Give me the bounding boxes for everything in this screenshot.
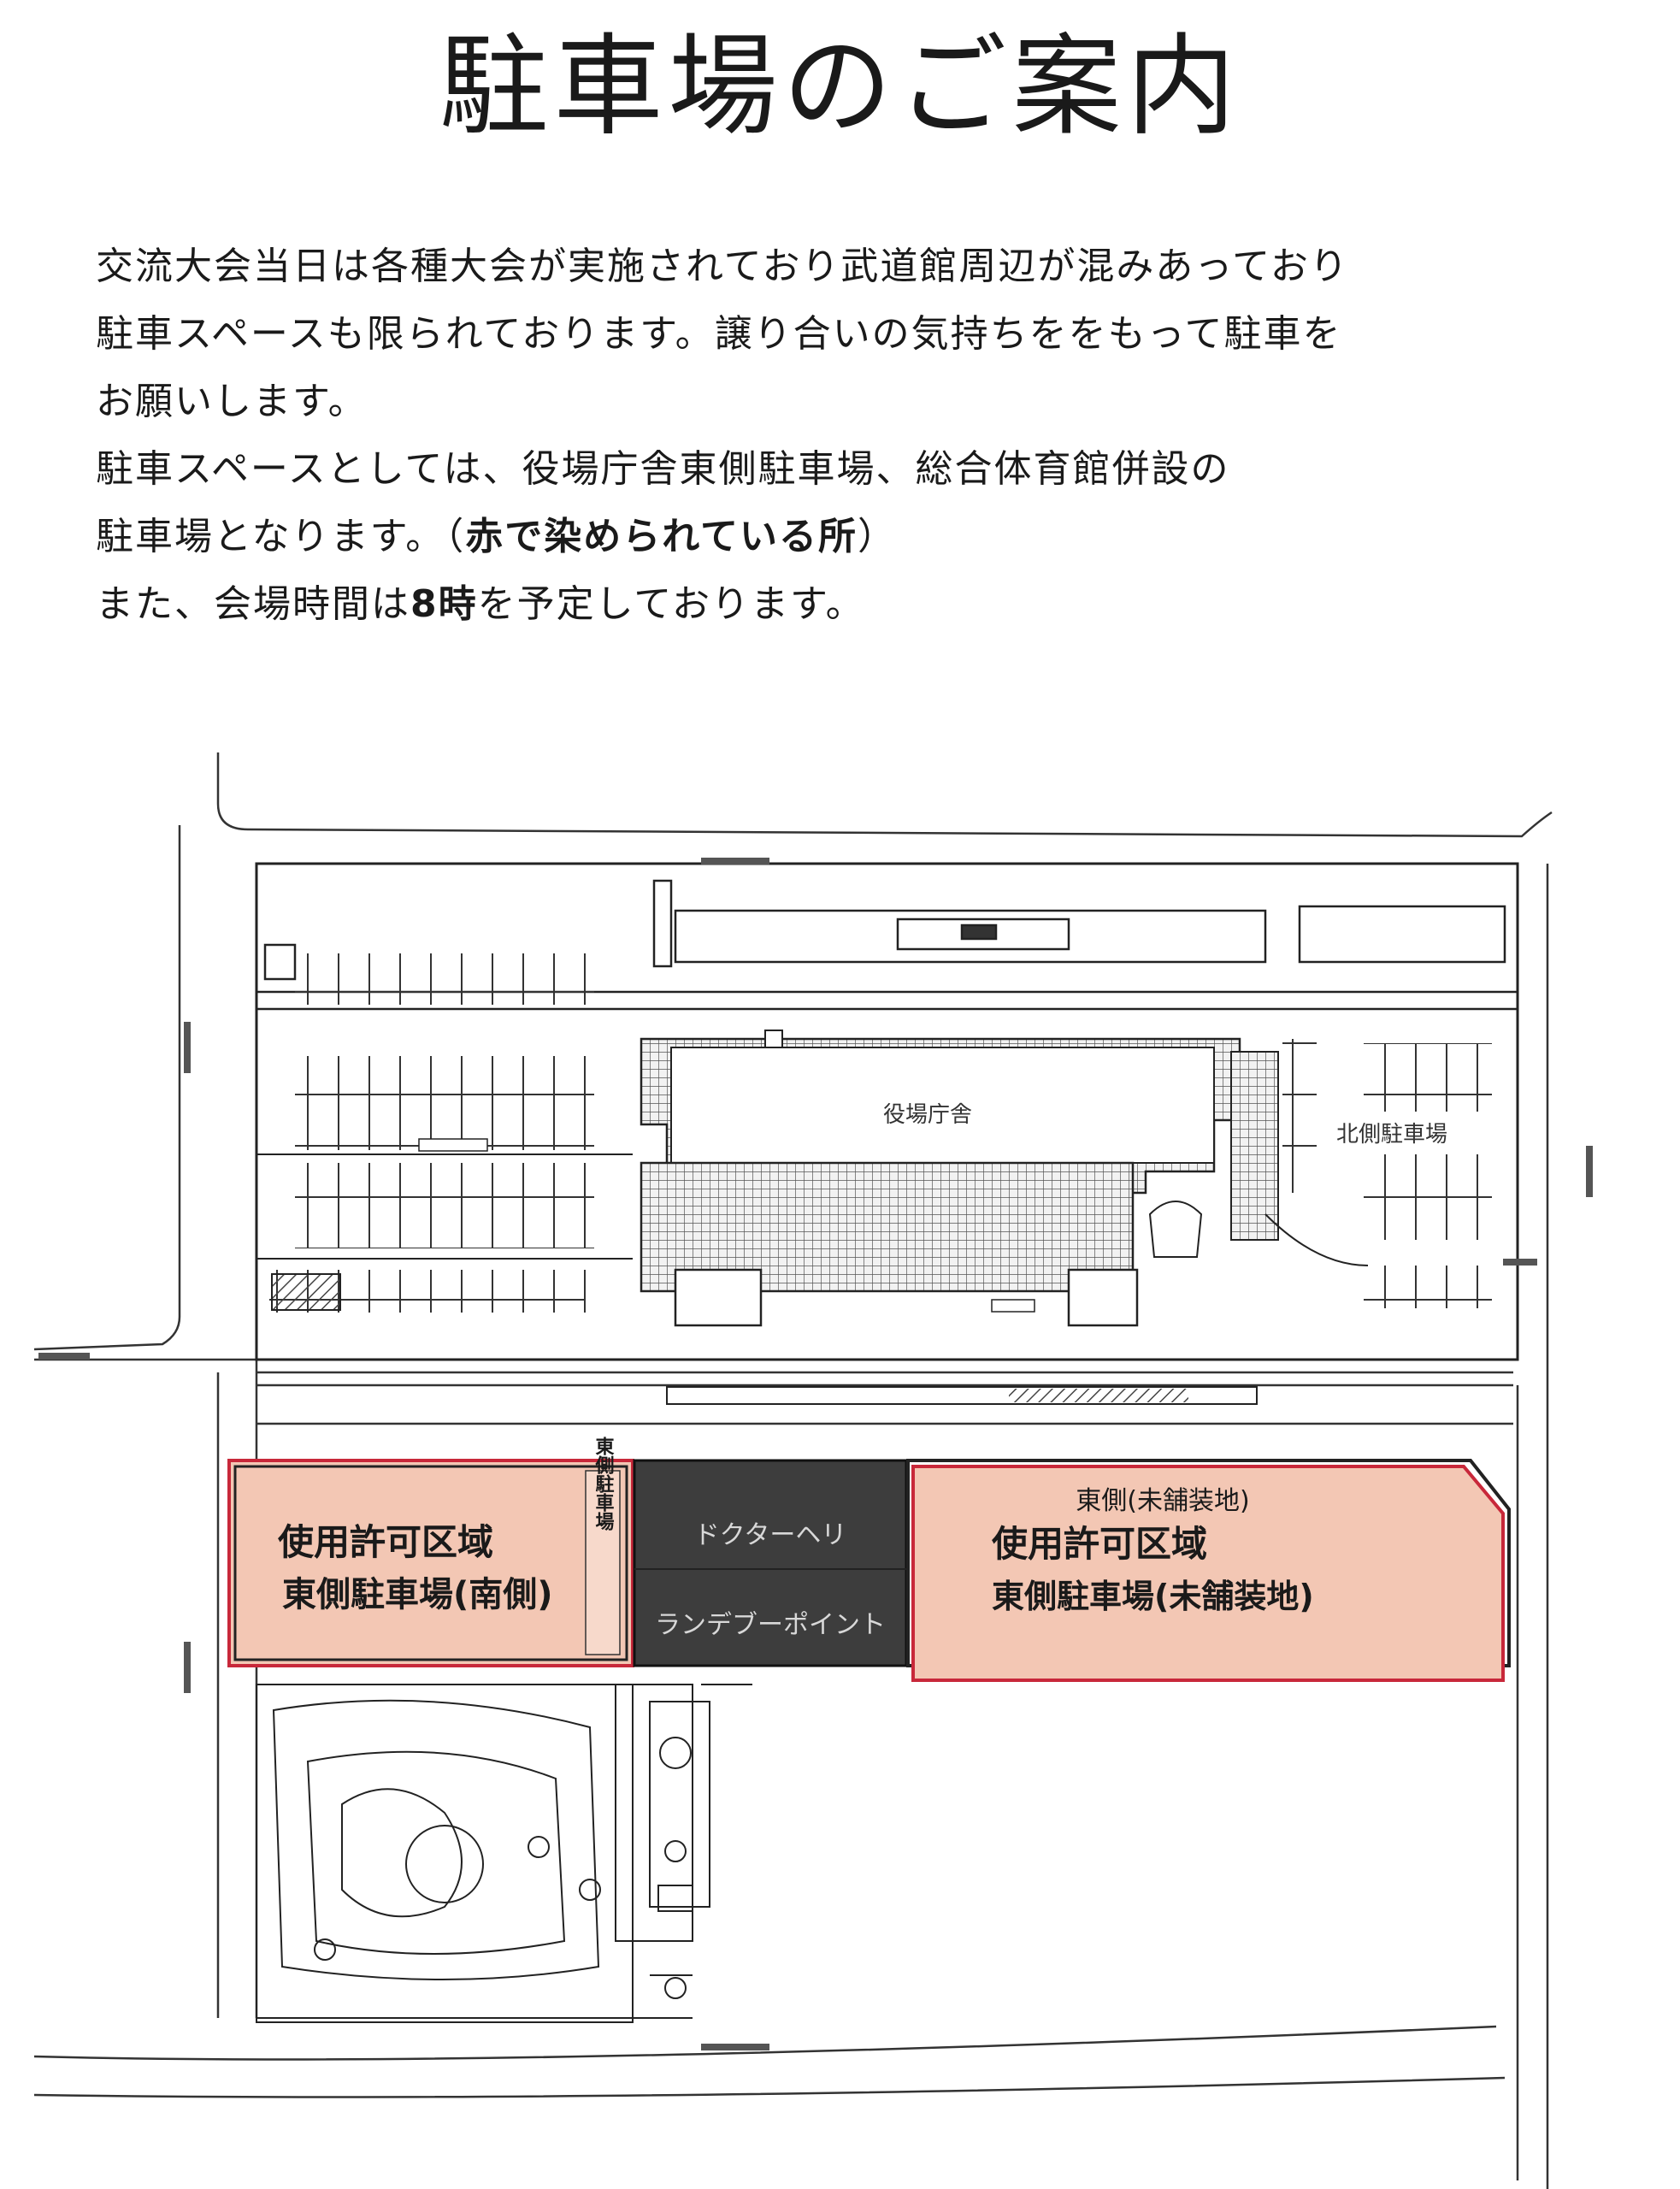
intro-line-5: 駐車場となります。（赤で染められている所）	[96, 503, 1600, 570]
intro-line-3: お願いします。	[96, 380, 368, 423]
west-parking-stalls	[256, 953, 633, 1313]
heli-label-line-2: ランデブーポイント	[655, 1610, 886, 1640]
east-permitted-zone	[906, 1459, 1511, 1682]
intro-line-2: 駐車スペースも限られております。譲り合いの気持ちををもって駐車を	[96, 312, 1342, 356]
red-area-emphasis: 赤で染められている所	[465, 515, 858, 558]
south-zone-subtitle: 東側駐車場(南側)	[282, 1575, 553, 1614]
intro-line-6: また、会場時間は8時を予定しております。	[96, 570, 1600, 638]
heli-label-line-1: ドクターヘリ	[694, 1520, 847, 1550]
intro-line-4: 駐車スペースとしては、役場庁舎東側駐車場、総合体育館併設の	[96, 447, 1230, 491]
intro-text: 交流大会当日は各種大会が実施されており武道館周辺が混みあっており 駐車スペースも…	[96, 233, 1600, 638]
road-markers	[38, 858, 1593, 2050]
intro-line-6-post: を予定しております。	[477, 582, 865, 626]
south-permitted-zone	[227, 1459, 634, 1667]
intro-line-5-pre: 駐車場となります。（	[96, 515, 466, 558]
intro-line-1: 交流大会当日は各種大会が実施されており武道館周辺が混みあっており	[96, 245, 1349, 288]
park-area	[256, 1684, 752, 2023]
east-zone-note: 東側(未舗装地)	[1076, 1486, 1249, 1516]
south-zone-side-label: 東側駐車場	[592, 1437, 616, 1531]
east-zone-title: 使用許可区域	[992, 1523, 1207, 1565]
parking-map-drawing: 役場庁舎 北側駐車場 使用許可区域 東側駐車場(南側) 東側駐車場	[33, 752, 1593, 2189]
town-hall	[640, 1030, 1279, 1327]
parking-map: 役場庁舎 北側駐車場 使用許可区域 東側駐車場(南側) 東側駐車場	[0, 735, 1680, 2189]
north-parking-label: 北側駐車場	[1336, 1122, 1447, 1148]
south-zone-title: 使用許可区域	[278, 1521, 493, 1563]
page-title: 駐車場のご案内	[439, 23, 1241, 150]
intro-line-5-post: ）	[857, 515, 897, 558]
central-road	[666, 1386, 1258, 1405]
intro-line-6-pre: また、会場時間は	[96, 582, 410, 626]
east-zone-subtitle: 東側駐車場(未舗装地)	[992, 1578, 1314, 1615]
town-hall-label: 役場庁舎	[883, 1102, 972, 1128]
opening-time: 8時	[410, 582, 478, 626]
road-lines	[33, 752, 1553, 2189]
north-parking-stalls	[1264, 1039, 1492, 1308]
heli-rendezvous-zone	[633, 1459, 908, 1667]
site-boundary	[255, 862, 1519, 1361]
